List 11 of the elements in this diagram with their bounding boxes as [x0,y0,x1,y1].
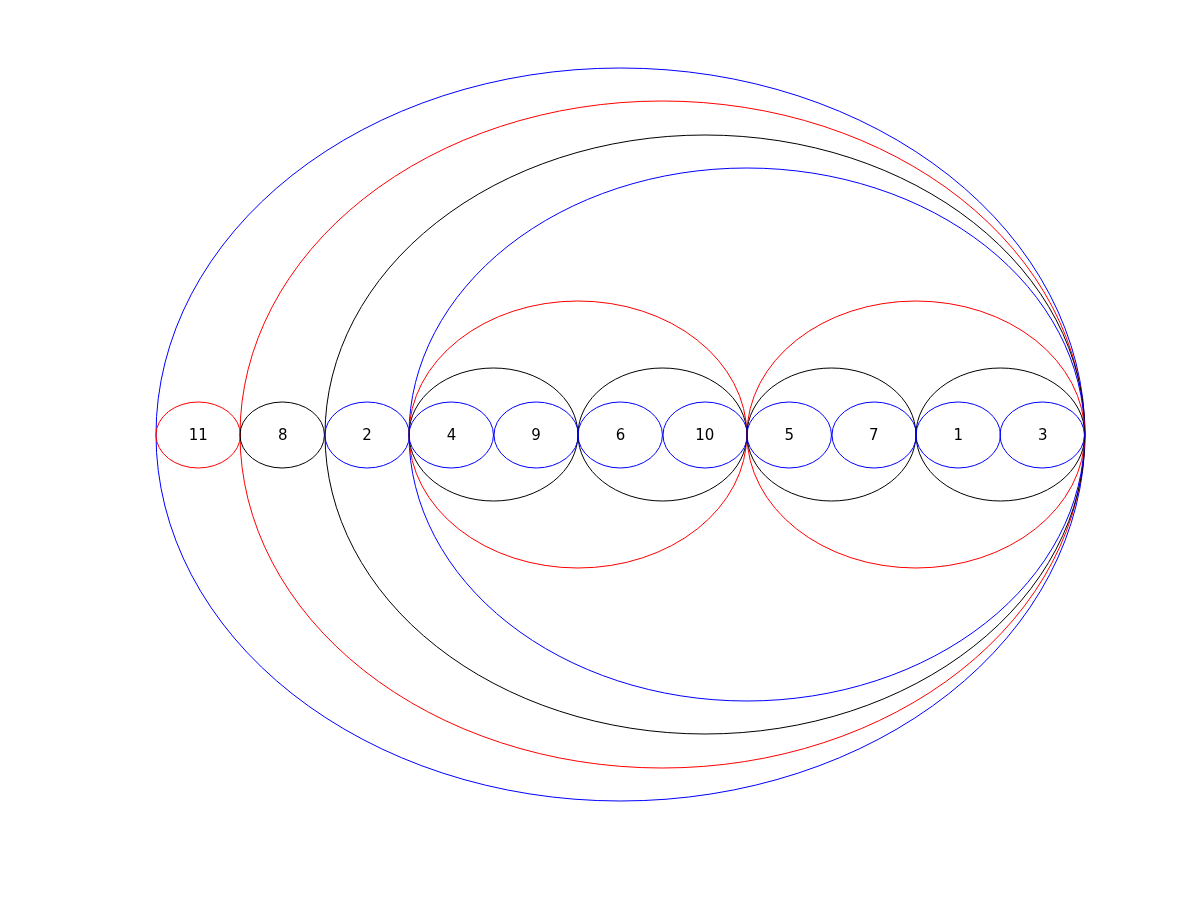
node-number: 9 [531,427,541,443]
node-number: 6 [615,427,626,443]
node-number: 10 [695,427,715,443]
node-number: 5 [784,427,795,443]
node-number: 1 [953,427,963,443]
node-number: 3 [1037,427,1048,443]
node-number: 11 [188,427,208,443]
node-number: 4 [446,427,457,443]
node-number: 2 [362,427,372,443]
node-number: 7 [869,427,879,443]
node-number: 8 [277,427,288,443]
